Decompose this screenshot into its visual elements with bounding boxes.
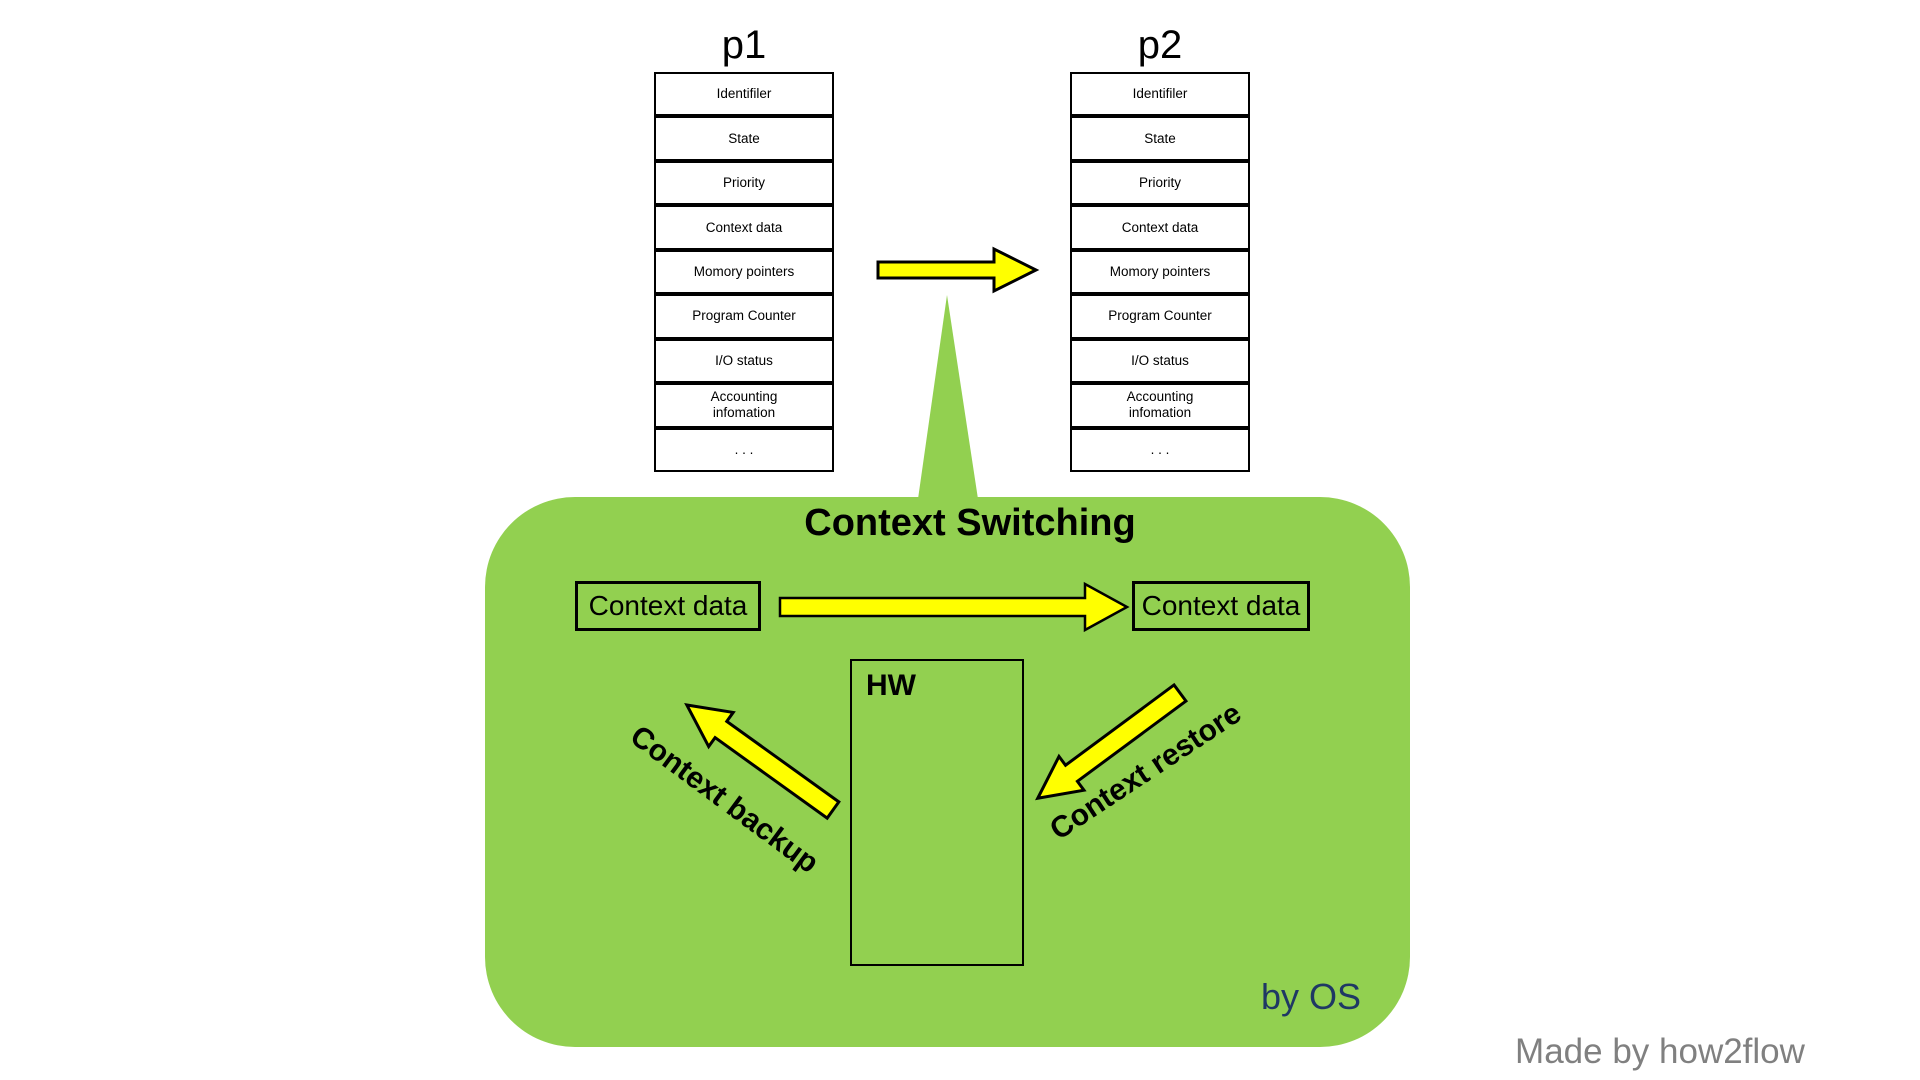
process-p1-title: p1 <box>721 23 767 67</box>
pcb-row-program-counter: Program Counter <box>1070 294 1250 339</box>
hw-label: HW <box>866 669 916 702</box>
pcb-row-state: State <box>654 116 834 161</box>
pcb-row-priority: Priority <box>654 160 834 206</box>
pcb-row-ellipsis: . . . <box>1070 427 1250 472</box>
context-data-box-right: Context data <box>1132 581 1310 631</box>
pcb-row-identifier: Identifiler <box>654 72 834 117</box>
pcb-row-program-counter: Program Counter <box>654 294 834 339</box>
process-p2-title: p2 <box>1137 23 1183 67</box>
pcb-table-p1: Identifiler State Priority Context data … <box>654 72 834 472</box>
panel-pointer-triangle <box>918 295 978 499</box>
credit-text: Made by how2flow <box>1515 1032 1805 1071</box>
pcb-row-io-status: I/O status <box>654 338 834 384</box>
pcb-row-accounting: Accounting infomation <box>1070 383 1250 428</box>
pcb-row-memory-pointers: Momory pointers <box>654 249 834 295</box>
context-switching-title: Context Switching <box>804 502 1136 544</box>
context-data-box-left: Context data <box>575 581 761 631</box>
hw-box: HW <box>850 659 1024 966</box>
pcb-row-identifier: Identifiler <box>1070 72 1250 117</box>
pcb-row-io-status: I/O status <box>1070 338 1250 384</box>
by-os-label: by OS <box>1260 976 1362 1017</box>
pcb-row-ellipsis: . . . <box>654 427 834 472</box>
pcb-row-accounting: Accounting infomation <box>654 383 834 428</box>
pcb-row-context-data: Context data <box>654 205 834 250</box>
pcb-row-context-data: Context data <box>1070 205 1250 250</box>
pcb-row-memory-pointers: Momory pointers <box>1070 249 1250 295</box>
pcb-row-state: State <box>1070 116 1250 161</box>
pcb-row-priority: Priority <box>1070 160 1250 206</box>
p1-to-p2-arrow-icon <box>876 246 1040 294</box>
pcb-table-p2: Identifiler State Priority Context data … <box>1070 72 1250 472</box>
